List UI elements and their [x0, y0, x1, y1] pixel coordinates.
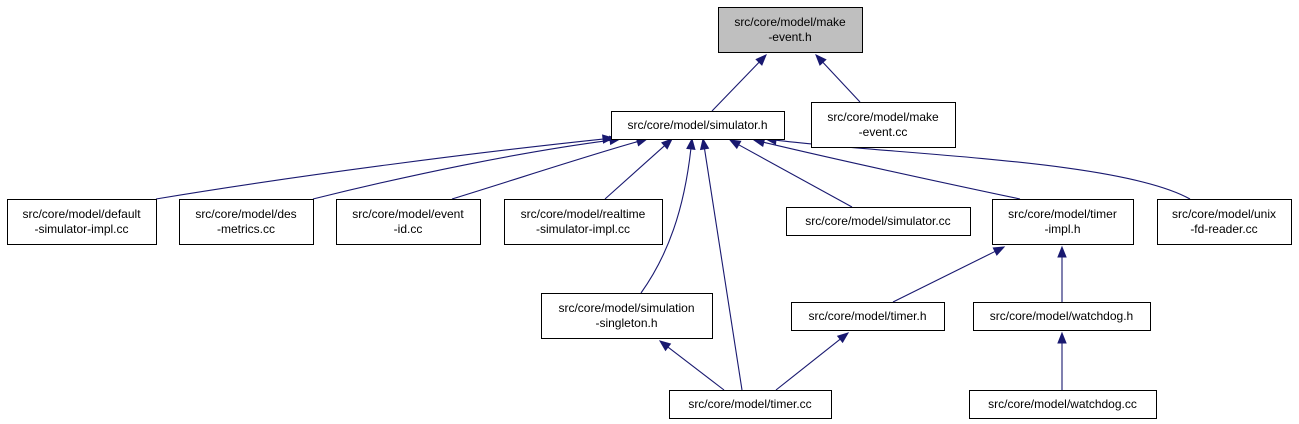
- arrowhead-icon: [815, 54, 827, 66]
- file-node-event_id[interactable]: src/core/model/event-id.cc: [336, 199, 481, 245]
- node-box: [541, 293, 713, 339]
- edge-line: [763, 141, 1021, 200]
- nodes: src/core/model/make-event.hsrc/core/mode…: [7, 7, 1292, 419]
- edge-event_id-to-simulator_h: [451, 137, 649, 200]
- node-label: src/core/model/unix: [1172, 207, 1276, 221]
- edge-watchdog_cc-to-watchdog_h: [1057, 331, 1067, 390]
- edge-timer_cc-to-sim_singleton_h: [658, 340, 725, 391]
- node-label: src/core/model/default: [22, 207, 141, 221]
- arrowhead-icon: [1057, 331, 1067, 344]
- file-node-timer_cc[interactable]: src/core/model/timer.cc: [669, 390, 832, 419]
- file-node-sim_singleton_h[interactable]: src/core/model/simulation-singleton.h: [541, 293, 713, 339]
- file-node-make_event_cc[interactable]: src/core/model/make-event.cc: [811, 102, 956, 148]
- file-node-default_sim_impl[interactable]: src/core/model/default-simulator-impl.cc: [7, 199, 157, 245]
- edge-make_event_cc-to-make_event_h: [815, 54, 861, 103]
- edge-timer_cc-to-simulator_h: [699, 137, 743, 391]
- node-box: [791, 302, 945, 331]
- arrowhead-icon: [686, 137, 696, 150]
- edge-line: [155, 138, 604, 200]
- node-label: src/core/model/simulation: [558, 301, 694, 315]
- edge-simulator_cc-to-simulator_h: [728, 139, 853, 208]
- node-label: src/core/model/realtime: [521, 207, 646, 221]
- node-label: -simulator-impl.cc: [34, 222, 128, 236]
- edge-line: [703, 148, 743, 391]
- file-node-watchdog_h[interactable]: src/core/model/watchdog.h: [973, 302, 1151, 331]
- node-label: -fd-reader.cc: [1190, 222, 1257, 236]
- arrowhead-icon: [755, 54, 767, 66]
- edge-line: [822, 61, 861, 103]
- file-node-make_event_h[interactable]: src/core/model/make-event.h: [718, 7, 863, 53]
- node-box: [179, 199, 314, 245]
- node-label: src/core/model/timer.cc: [688, 397, 811, 411]
- arrowhead-icon: [661, 138, 674, 150]
- edge-realtime_sim_impl-to-simulator_h: [604, 138, 674, 200]
- node-label: -event.cc: [859, 125, 908, 139]
- arrowhead-icon: [728, 139, 742, 150]
- file-node-timer_impl_h[interactable]: src/core/model/timer-impl.h: [992, 199, 1134, 245]
- node-box: [969, 390, 1157, 419]
- arrowhead-icon: [658, 340, 672, 352]
- edges: [155, 54, 1191, 391]
- node-label: src/core/model/make: [734, 15, 846, 29]
- node-box: [336, 199, 481, 245]
- node-label: src/core/model/simulator.h: [627, 118, 767, 132]
- edge-timer_h-to-timer_impl_h: [892, 246, 1006, 303]
- node-box: [611, 111, 785, 140]
- node-box: [786, 207, 971, 236]
- node-label: src/core/model/des: [195, 207, 296, 221]
- node-label: -impl.h: [1044, 222, 1080, 236]
- edge-watchdog_h-to-timer_impl_h: [1057, 245, 1067, 302]
- node-label: src/core/model/timer.h: [808, 309, 926, 323]
- node-label: src/core/model/simulator.cc: [805, 214, 950, 228]
- edge-line: [738, 144, 853, 208]
- edge-timer_cc-to-timer_h: [775, 332, 850, 391]
- node-box: [7, 199, 157, 245]
- arrowhead-icon: [1057, 245, 1067, 258]
- node-box: [1157, 199, 1292, 245]
- node-box: [718, 7, 863, 53]
- node-box: [669, 390, 832, 419]
- edge-line: [451, 141, 638, 200]
- file-node-des_metrics[interactable]: src/core/model/des-metrics.cc: [179, 199, 314, 245]
- edge-sim_singleton_h-to-simulator_h: [640, 137, 696, 294]
- node-label: src/core/model/watchdog.cc: [988, 397, 1137, 411]
- edge-line: [604, 145, 665, 200]
- arrowhead-icon: [699, 137, 710, 151]
- file-node-realtime_sim_impl[interactable]: src/core/model/realtime-simulator-impl.c…: [504, 199, 663, 245]
- arrowhead-icon: [836, 332, 850, 344]
- node-label: -singleton.h: [595, 316, 657, 330]
- node-label: src/core/model/watchdog.h: [990, 309, 1133, 323]
- edge-default_sim_impl-to-simulator_h: [155, 134, 615, 200]
- file-node-simulator_h[interactable]: src/core/model/simulator.h: [611, 111, 785, 140]
- edge-line: [711, 61, 760, 112]
- node-box: [811, 102, 956, 148]
- edge-line: [312, 139, 611, 200]
- edge-line: [892, 250, 996, 303]
- arrowhead-icon: [992, 246, 1006, 256]
- edge-line: [775, 139, 1191, 200]
- node-label: -metrics.cc: [217, 222, 275, 236]
- edge-simulator_h-to-make_event_h: [711, 54, 767, 112]
- node-label: -simulator-impl.cc: [536, 222, 630, 236]
- file-node-timer_h[interactable]: src/core/model/timer.h: [791, 302, 945, 331]
- edge-line: [667, 346, 725, 391]
- node-label: -event.h: [768, 30, 811, 44]
- edge-line: [775, 338, 841, 391]
- node-box: [973, 302, 1151, 331]
- file-node-simulator_cc[interactable]: src/core/model/simulator.cc: [786, 207, 971, 236]
- node-box: [504, 199, 663, 245]
- edge-line: [640, 148, 692, 294]
- node-label: -id.cc: [394, 222, 423, 236]
- node-label: src/core/model/event: [352, 207, 464, 221]
- node-label: src/core/model/make: [827, 110, 939, 124]
- node-box: [992, 199, 1134, 245]
- node-label: src/core/model/timer: [1008, 207, 1117, 221]
- edge-des_metrics-to-simulator_h: [312, 135, 622, 200]
- file-node-unix_fd_reader[interactable]: src/core/model/unix-fd-reader.cc: [1157, 199, 1292, 245]
- file-node-watchdog_cc[interactable]: src/core/model/watchdog.cc: [969, 390, 1157, 419]
